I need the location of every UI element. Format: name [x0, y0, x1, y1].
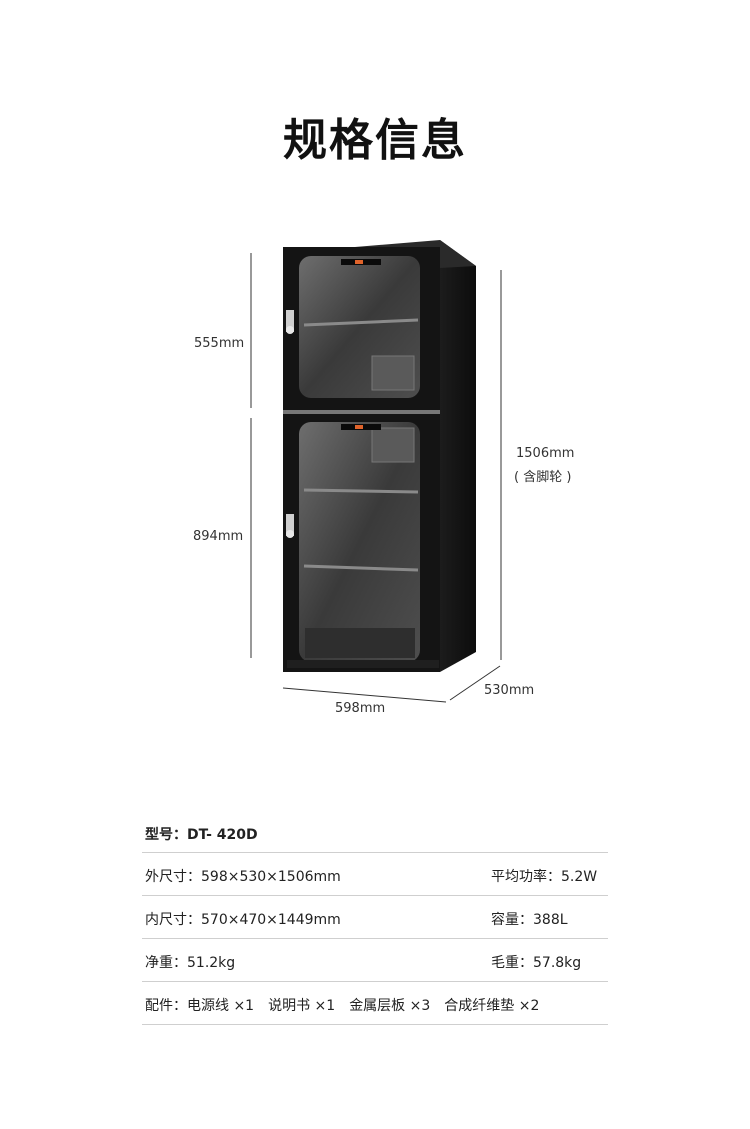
total-height-note: ( 含脚轮 ): [514, 470, 572, 485]
cabinet-illustration: [250, 240, 502, 703]
capacity-value: 388L: [533, 912, 568, 928]
spec-row-model: 型号：DT- 420D: [142, 812, 608, 853]
avg-power-value: 5.2W: [561, 869, 598, 885]
accessory-item: 电源线 ×1: [187, 998, 255, 1014]
accessory-item: 说明书 ×1: [268, 998, 336, 1014]
outer-size-label: 外尺寸：: [145, 869, 201, 885]
net-weight-label: 净重：: [145, 955, 187, 971]
spec-table: 型号：DT- 420D 外尺寸：598×530×1506mm 平均功率：5.2W…: [142, 812, 608, 1025]
model-label: 型号：: [145, 827, 187, 843]
net-weight-value: 51.2kg: [187, 955, 236, 971]
total-height-label: 1506mm: [516, 446, 575, 461]
depth-label: 530mm: [484, 683, 535, 698]
model-value: DT- 420D: [187, 827, 258, 843]
width-label: 598mm: [335, 701, 386, 716]
avg-power-label: 平均功率：: [491, 869, 561, 885]
gross-weight-value: 57.8kg: [533, 955, 582, 971]
outer-size-value: 598×530×1506mm: [201, 869, 341, 885]
accessory-item: 合成纤维垫 ×2: [444, 998, 540, 1014]
spec-row-weight: 净重：51.2kg 毛重：57.8kg: [142, 939, 608, 982]
accessories-label: 配件：: [145, 998, 187, 1014]
page-title: 规格信息: [283, 115, 467, 166]
upper-height-label: 555mm: [194, 336, 245, 351]
inner-size-value: 570×470×1449mm: [201, 912, 341, 928]
lower-height-label: 894mm: [193, 529, 244, 544]
capacity-label: 容量：: [491, 912, 533, 928]
spec-row-outer-size: 外尺寸：598×530×1506mm 平均功率：5.2W: [142, 853, 608, 896]
spec-row-inner-size: 内尺寸：570×470×1449mm 容量：388L: [142, 896, 608, 939]
accessory-item: 金属层板 ×3: [349, 998, 431, 1014]
spec-row-accessories: 配件：电源线 ×1 说明书 ×1 金属层板 ×3 合成纤维垫 ×2: [142, 982, 608, 1025]
gross-weight-label: 毛重：: [491, 955, 533, 971]
inner-size-label: 内尺寸：: [145, 912, 201, 928]
